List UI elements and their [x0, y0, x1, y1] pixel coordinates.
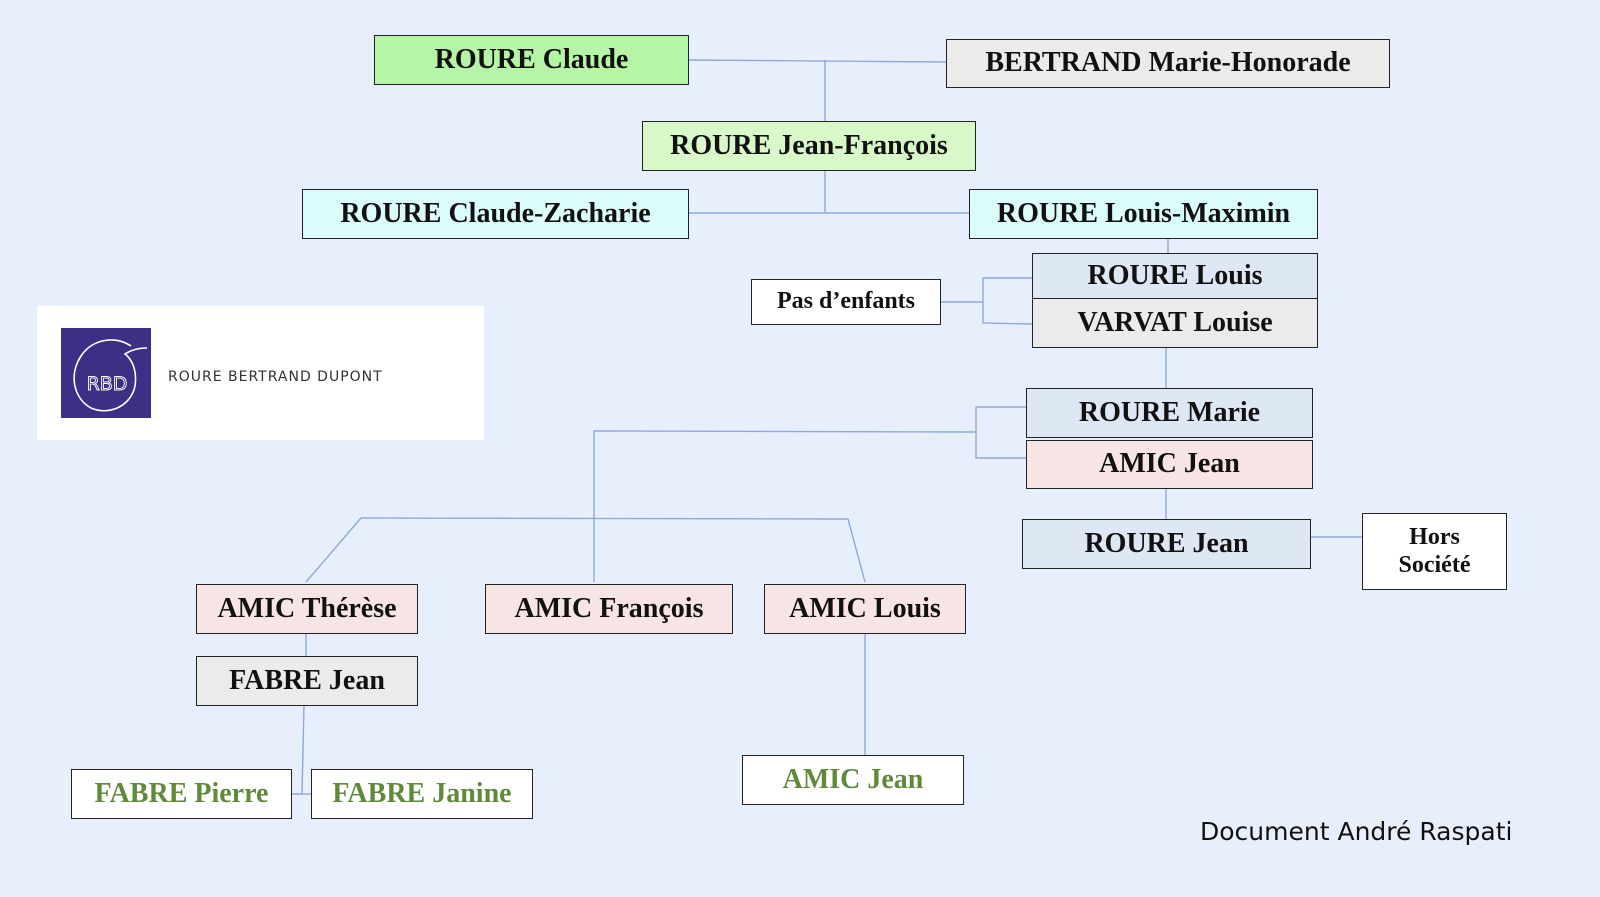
person-name: AMIC Louis — [789, 592, 941, 624]
logo-company-name: ROURE BERTRAND DUPONT — [168, 369, 383, 385]
person-roure-claude-zacharie: ROURE Claude-Zacharie — [302, 189, 689, 239]
person-name: BERTRAND Marie-Honorade — [985, 47, 1351, 79]
person-varvat-louise: VARVAT Louise — [1032, 298, 1318, 348]
person-amic-louis: AMIC Louis — [764, 584, 966, 634]
person-name: FABRE Jean — [229, 664, 385, 696]
connector — [292, 705, 305, 795]
person-fabre-janine: FABRE Janine — [311, 769, 533, 819]
person-roure-louis-maximin: ROURE Louis-Maximin — [969, 189, 1318, 239]
connector — [975, 406, 1026, 459]
person-name: ROURE Jean — [1084, 527, 1249, 559]
person-roure-louis: ROURE Louis — [1032, 253, 1318, 299]
person-bertrand-marie-honorade: BERTRAND Marie-Honorade — [946, 39, 1390, 88]
logo-monogram-text: RBD — [87, 373, 128, 395]
connector — [687, 59, 947, 63]
person-name: AMIC Thérèse — [217, 592, 397, 624]
person-amic-jean: AMIC Jean — [1026, 440, 1313, 489]
note-text: Pas d’enfants — [776, 288, 915, 315]
person-name: ROURE Jean-François — [670, 129, 948, 161]
connector — [982, 277, 1033, 325]
rbd-monogram-graphic: RBD — [73, 339, 148, 412]
person-roure-jean: ROURE Jean — [1022, 519, 1311, 569]
person-name: VARVAT Louise — [1077, 306, 1273, 338]
person-name: FABRE Janine — [332, 777, 512, 809]
person-amic-francois: AMIC François — [485, 584, 733, 634]
person-fabre-pierre: FABRE Pierre — [71, 769, 292, 819]
person-name: AMIC Jean — [782, 763, 924, 795]
note-text: Hors Société — [1398, 523, 1471, 578]
person-name: ROURE Claude — [434, 43, 629, 75]
note-hors-societe: Hors Société — [1362, 513, 1507, 590]
connector — [305, 517, 866, 583]
person-name: ROURE Louis-Maximin — [996, 197, 1291, 229]
person-name: ROURE Marie — [1078, 396, 1261, 428]
document-credit: Document André Raspati — [1200, 817, 1513, 846]
person-amic-jean-2: AMIC Jean — [742, 755, 964, 805]
rbd-logo: RBD ROURE BERTRAND DUPONT — [37, 306, 484, 440]
person-fabre-jean: FABRE Jean — [196, 656, 418, 706]
person-name: ROURE Claude-Zacharie — [340, 197, 651, 229]
person-roure-jean-francois: ROURE Jean-François — [642, 121, 976, 171]
connector — [593, 430, 977, 582]
person-name: AMIC Jean — [1099, 448, 1240, 480]
note-pas-d-enfants: Pas d’enfants — [751, 279, 941, 325]
person-roure-claude: ROURE Claude — [374, 35, 689, 85]
rbd-monogram-icon: RBD — [61, 328, 151, 418]
person-amic-therese: AMIC Thérèse — [196, 584, 418, 634]
person-roure-marie: ROURE Marie — [1026, 388, 1313, 438]
person-name: AMIC François — [514, 592, 704, 624]
person-name: FABRE Pierre — [94, 777, 269, 809]
person-name: ROURE Louis — [1087, 259, 1263, 291]
